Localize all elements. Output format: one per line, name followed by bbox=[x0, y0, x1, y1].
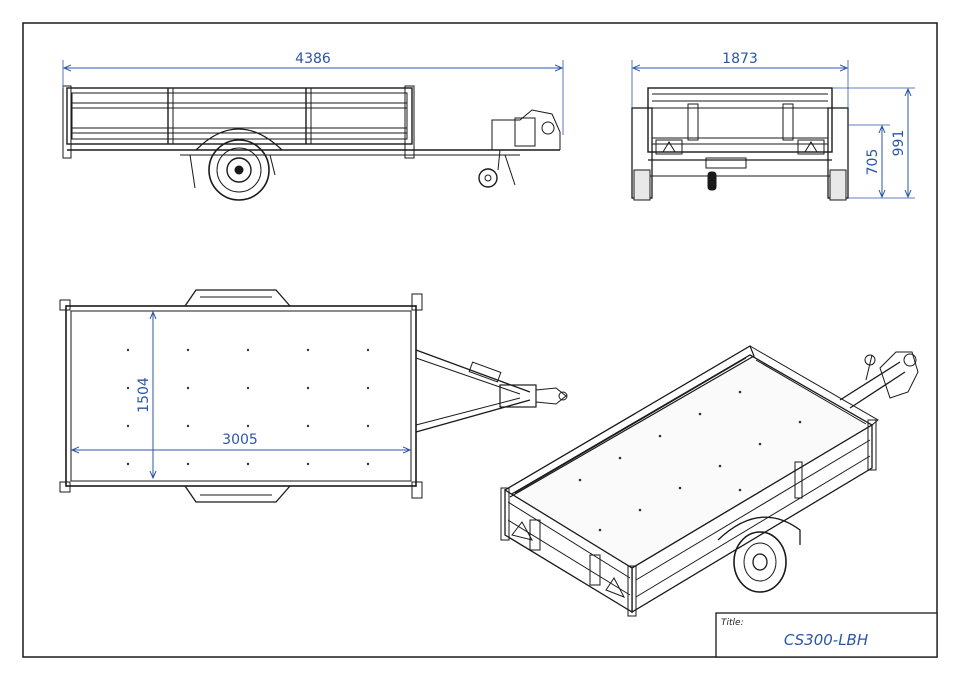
dim-rear-width: 1873 bbox=[722, 51, 758, 67]
sheet-border bbox=[22, 22, 938, 658]
dim-rear-bed-height: 705 bbox=[865, 149, 881, 176]
dim-top-bed-length: 3005 bbox=[222, 432, 258, 448]
dim-rear-total-height: 991 bbox=[891, 130, 907, 157]
title-block: Title: CS300-LBH bbox=[715, 612, 938, 658]
side-view bbox=[62, 85, 561, 201]
title-value: CS300-LBH bbox=[784, 631, 868, 649]
dim-side-length: 4386 bbox=[295, 51, 331, 67]
top-dimensions: 1504 3005 bbox=[72, 312, 410, 478]
title-label: Title: bbox=[721, 618, 744, 628]
dim-top-bed-width: 1504 bbox=[136, 377, 152, 413]
side-length-dimension: 4386 bbox=[62, 51, 564, 135]
rear-view bbox=[631, 87, 849, 201]
isometric-view bbox=[500, 345, 919, 617]
rear-dimensions: 1873 705 991 bbox=[631, 51, 915, 199]
